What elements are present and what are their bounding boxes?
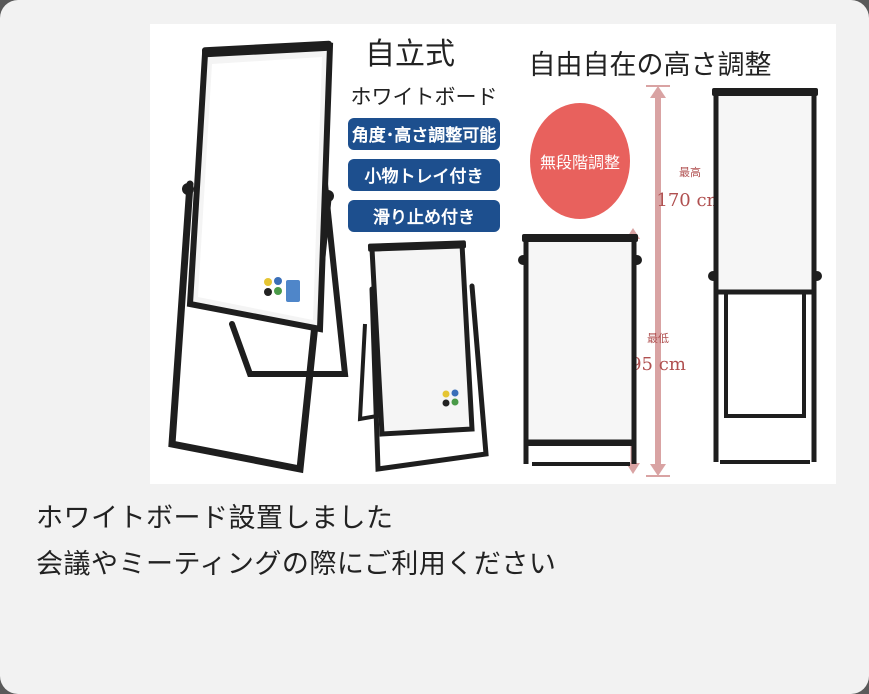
height-heading: 自由自在の高さ調整 xyxy=(529,50,772,81)
feature-item: 角度･高さ調整可能 xyxy=(352,125,497,146)
message-line: 会議やミーティングの際にご利用ください xyxy=(36,549,557,580)
message-text: ホワイトボード設置しました 会議やミーティングの際にご利用ください xyxy=(36,496,836,588)
whiteboard-product-image[interactable]: 自立式 ホワイトボード 角度･高さ調整可能 小物トレイ付き 滑り止め付き xyxy=(150,24,836,484)
svg-text:無段階調整: 無段階調整 xyxy=(540,153,620,172)
high-position-whiteboard xyxy=(708,88,822,464)
large-whiteboard-illustration xyxy=(168,40,349,474)
message-line: ホワイトボード設置しました xyxy=(36,503,394,534)
small-whiteboard-illustration xyxy=(357,240,489,472)
feature-item: 小物トレイ付き xyxy=(365,166,484,187)
feature-list: 角度･高さ調整可能 小物トレイ付き 滑り止め付き xyxy=(348,118,500,232)
min-height-value: 95 cm xyxy=(630,354,686,375)
feature-item: 滑り止め付き xyxy=(373,207,475,228)
product-title: 自立式 xyxy=(365,37,455,72)
low-position-whiteboard xyxy=(518,234,642,466)
max-height-value: 170 cm xyxy=(656,190,723,211)
stepless-badge: 無段階調整 xyxy=(530,103,630,219)
product-subtitle: ホワイトボード xyxy=(351,85,498,109)
max-height-label: 最高 xyxy=(679,165,701,179)
min-height-label: 最低 xyxy=(647,332,669,345)
